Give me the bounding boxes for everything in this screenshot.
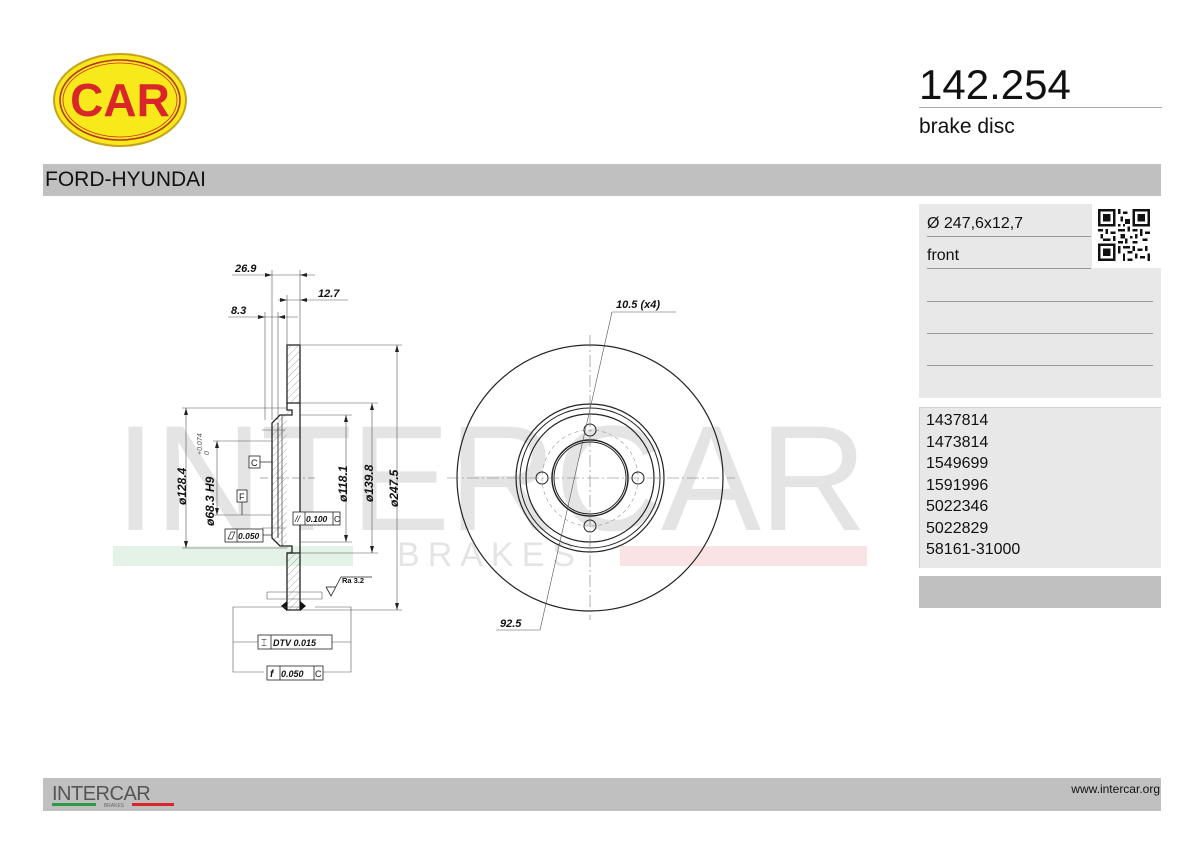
svg-text:0: 0 bbox=[204, 451, 211, 455]
oe-number: 1473814 bbox=[926, 433, 989, 451]
svg-text:12.7: 12.7 bbox=[318, 288, 340, 300]
oe-number: 1549699 bbox=[926, 455, 989, 472]
svg-text:ø68.3 H9: ø68.3 H9 bbox=[203, 476, 217, 526]
svg-text:DTV 0.015: DTV 0.015 bbox=[273, 638, 317, 648]
svg-text:C: C bbox=[334, 514, 340, 524]
manufacturer-label: FORD-HYUNDAI bbox=[45, 168, 206, 191]
spec-empty-row bbox=[927, 333, 1153, 334]
svg-text:C: C bbox=[251, 458, 258, 468]
svg-text:Ra 3.2: Ra 3.2 bbox=[342, 576, 364, 585]
spec-dimensions: Ø 247,6x12,7 bbox=[927, 215, 1024, 232]
footer-bar bbox=[43, 778, 1161, 811]
disc-front-view bbox=[447, 311, 735, 631]
svg-text:F: F bbox=[239, 492, 245, 502]
oe-number: 58161-31000 bbox=[926, 541, 1021, 558]
svg-text:8.3: 8.3 bbox=[231, 305, 246, 317]
oe-number: 1437814 bbox=[926, 412, 989, 429]
car-brand-logo: CAR bbox=[53, 53, 187, 147]
svg-text:ø118.1: ø118.1 bbox=[336, 465, 350, 502]
svg-text:ø128.4: ø128.4 bbox=[175, 467, 189, 505]
svg-text:+0.074: +0.074 bbox=[197, 433, 204, 455]
oe-number: 5022829 bbox=[926, 519, 989, 537]
oe-number-list: 1437814 1473814 1549699 1591996 5022346 … bbox=[926, 410, 1020, 561]
svg-text:ø139.8: ø139.8 bbox=[362, 464, 376, 502]
oe-number: 5022346 bbox=[926, 498, 989, 515]
svg-text:26.9: 26.9 bbox=[234, 263, 257, 275]
part-number: 142.254 bbox=[919, 61, 1071, 108]
empty-info-bar bbox=[919, 576, 1161, 608]
oe-number: 1591996 bbox=[926, 476, 989, 494]
divider bbox=[927, 236, 1091, 237]
spec-empty-row bbox=[927, 365, 1153, 366]
svg-text:CAR: CAR bbox=[70, 74, 170, 126]
divider bbox=[919, 107, 1162, 108]
svg-text:C: C bbox=[315, 669, 322, 679]
svg-text:f: f bbox=[270, 669, 275, 680]
flag-green-stripe bbox=[113, 546, 353, 566]
manufacturer-bar: FORD-HYUNDAI bbox=[43, 164, 1161, 196]
svg-text:BRAKES: BRAKES bbox=[397, 536, 583, 574]
svg-text:92.5: 92.5 bbox=[500, 618, 522, 630]
svg-text:⌶: ⌶ bbox=[261, 638, 267, 649]
svg-text:0.050: 0.050 bbox=[281, 669, 304, 679]
qr-code-icon[interactable] bbox=[1098, 209, 1150, 261]
flag-red-stripe bbox=[620, 546, 867, 566]
svg-text:0.050: 0.050 bbox=[238, 531, 260, 541]
part-type: brake disc bbox=[919, 115, 1015, 138]
svg-text://: // bbox=[294, 514, 302, 524]
spec-position: front bbox=[927, 247, 960, 264]
svg-text:10.5 (x4): 10.5 (x4) bbox=[616, 299, 660, 311]
svg-text:INTERCAR: INTERCAR bbox=[52, 783, 150, 805]
svg-text:ø247.5: ø247.5 bbox=[387, 469, 401, 507]
svg-text:0.100: 0.100 bbox=[306, 514, 328, 524]
brake-disc-technical-drawing: INTERCAR BRAKES bbox=[113, 263, 867, 681]
website-link[interactable]: www.intercar.org bbox=[1071, 782, 1160, 796]
intercar-brakes-logo[interactable]: INTERCAR BRAKES bbox=[52, 781, 176, 809]
divider bbox=[927, 268, 1091, 269]
spec-empty-row bbox=[927, 301, 1153, 302]
oe-numbers-panel: 1437814 1473814 1549699 1591996 5022346 … bbox=[919, 407, 1161, 568]
svg-text:BRAKES: BRAKES bbox=[104, 803, 125, 809]
